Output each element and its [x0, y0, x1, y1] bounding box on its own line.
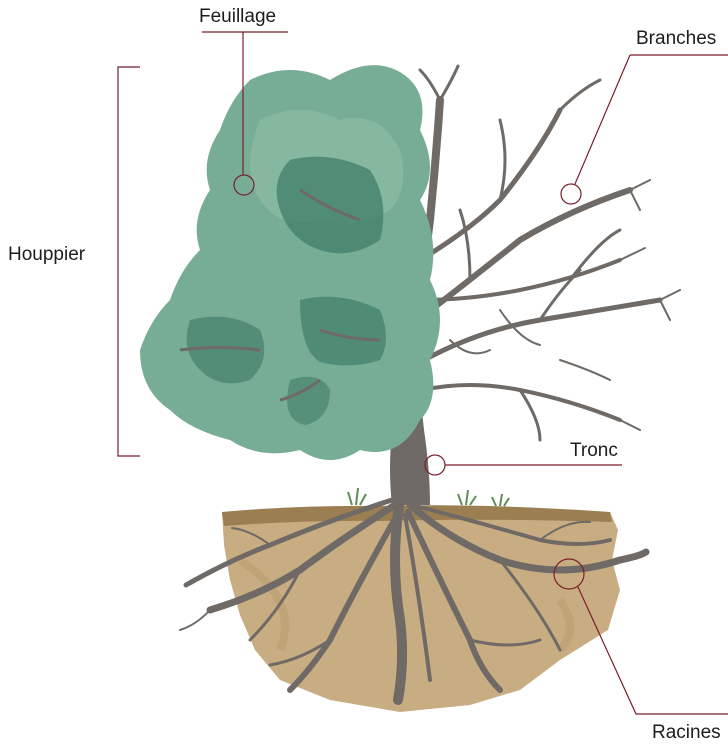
label-houppier: Houppier — [8, 244, 85, 266]
label-tronc: Tronc — [570, 440, 618, 462]
label-racines: Racines — [652, 722, 721, 744]
label-branches: Branches — [636, 28, 716, 50]
branches — [410, 66, 680, 440]
label-feuillage: Feuillage — [199, 6, 276, 28]
foliage — [140, 65, 440, 460]
